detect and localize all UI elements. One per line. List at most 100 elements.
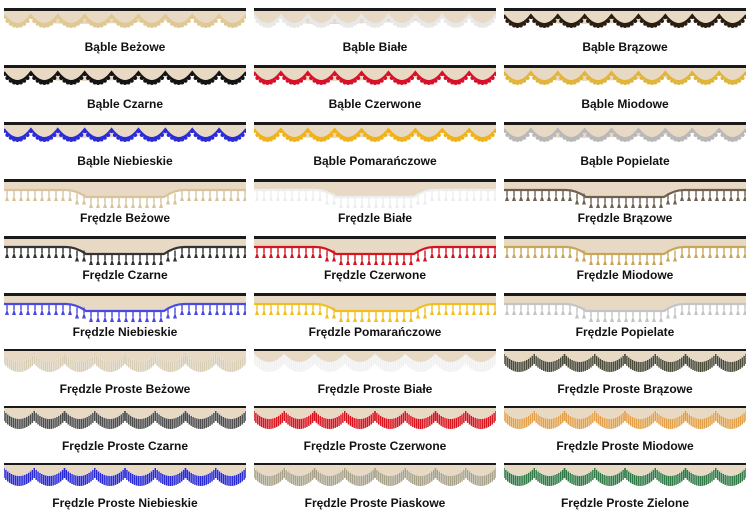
tassel — [416, 312, 420, 319]
tassel — [493, 252, 496, 258]
pompom — [75, 135, 80, 140]
pompom — [92, 80, 97, 85]
tassel — [722, 252, 726, 258]
pompom — [376, 23, 381, 28]
pompom — [362, 18, 367, 23]
tassel — [152, 316, 156, 322]
pompom — [453, 138, 458, 142]
pompom — [295, 80, 300, 85]
pompom — [720, 18, 725, 23]
tassel — [243, 195, 246, 201]
pompom — [409, 75, 414, 80]
pompom — [262, 80, 267, 85]
tassel — [255, 195, 259, 201]
tassel — [582, 312, 586, 319]
pompom — [119, 23, 124, 28]
tassel — [645, 316, 649, 322]
variant-label: Bąble Pomarańczowe — [313, 154, 437, 168]
tassel — [381, 202, 385, 208]
pompom — [217, 72, 222, 76]
pompom — [315, 80, 320, 85]
pompom — [659, 18, 664, 23]
tassel — [339, 316, 343, 322]
tassel — [533, 309, 537, 315]
pompom — [707, 137, 712, 142]
tassel — [131, 316, 135, 322]
pompom — [670, 21, 675, 26]
tassel — [215, 195, 219, 201]
tassel — [236, 195, 240, 201]
pompom — [255, 75, 260, 80]
pompom — [325, 21, 330, 26]
pompom — [285, 135, 290, 140]
tassel — [75, 312, 79, 319]
pompom — [696, 78, 701, 83]
pompom — [440, 15, 445, 19]
pompom — [676, 81, 681, 85]
pompom — [480, 24, 485, 28]
curtain-swatch-image — [4, 349, 246, 372]
tassel — [540, 309, 544, 315]
pompom — [42, 24, 47, 28]
pompom — [446, 135, 451, 140]
pompom — [670, 78, 675, 83]
pompom — [356, 132, 361, 137]
pompom — [8, 78, 13, 83]
pompom — [673, 80, 678, 85]
tassel — [374, 259, 378, 265]
tassel — [269, 309, 273, 315]
pompom — [433, 135, 438, 140]
pompom — [399, 81, 404, 85]
tassel — [458, 309, 462, 315]
variant-card: Bąble Czerwone — [250, 57, 500, 114]
pompom — [463, 18, 468, 23]
pompom — [629, 78, 634, 83]
pompom — [254, 15, 256, 19]
pompom — [89, 21, 94, 26]
pompom — [72, 23, 77, 28]
tassel — [229, 252, 233, 258]
tassel — [103, 202, 107, 208]
tassel — [68, 195, 72, 201]
pompom — [109, 15, 114, 19]
pompom — [342, 137, 347, 142]
pompom — [666, 75, 671, 80]
pompom — [42, 138, 47, 142]
pompom — [586, 18, 591, 23]
tassel — [395, 259, 399, 265]
tassel — [276, 252, 280, 258]
pompom — [379, 78, 384, 83]
tassel — [701, 195, 705, 201]
curtain-swatch-image — [4, 463, 246, 486]
pompom — [717, 15, 722, 19]
tassel — [33, 309, 37, 315]
variant-card: Frędzle Beżowe — [0, 171, 250, 228]
pompom — [82, 72, 87, 76]
pompom — [676, 24, 681, 28]
tassel — [596, 259, 600, 265]
pompom — [373, 138, 377, 142]
pompom — [522, 21, 527, 26]
pompom — [146, 23, 151, 28]
pompom — [254, 72, 256, 76]
pompom — [217, 129, 222, 133]
pompom — [143, 135, 148, 140]
tassel — [512, 195, 516, 201]
pompom — [413, 129, 418, 133]
tassel — [89, 202, 93, 208]
pompom — [342, 23, 347, 28]
tassel — [180, 195, 184, 201]
tassel — [680, 195, 684, 201]
pompom — [443, 75, 448, 80]
pompom — [494, 72, 496, 76]
variant-label: Frędzle Proste Czerwone — [303, 439, 447, 453]
variant-label: Frędzle Proste Brązowe — [557, 382, 693, 396]
pompom — [670, 135, 675, 140]
curtain-swatch-image — [4, 179, 246, 208]
curtain-swatch-image — [504, 293, 746, 322]
pompom — [599, 137, 604, 142]
pompom — [406, 21, 411, 26]
pompom — [609, 15, 614, 19]
pompom — [319, 24, 324, 28]
pompom — [666, 132, 671, 137]
